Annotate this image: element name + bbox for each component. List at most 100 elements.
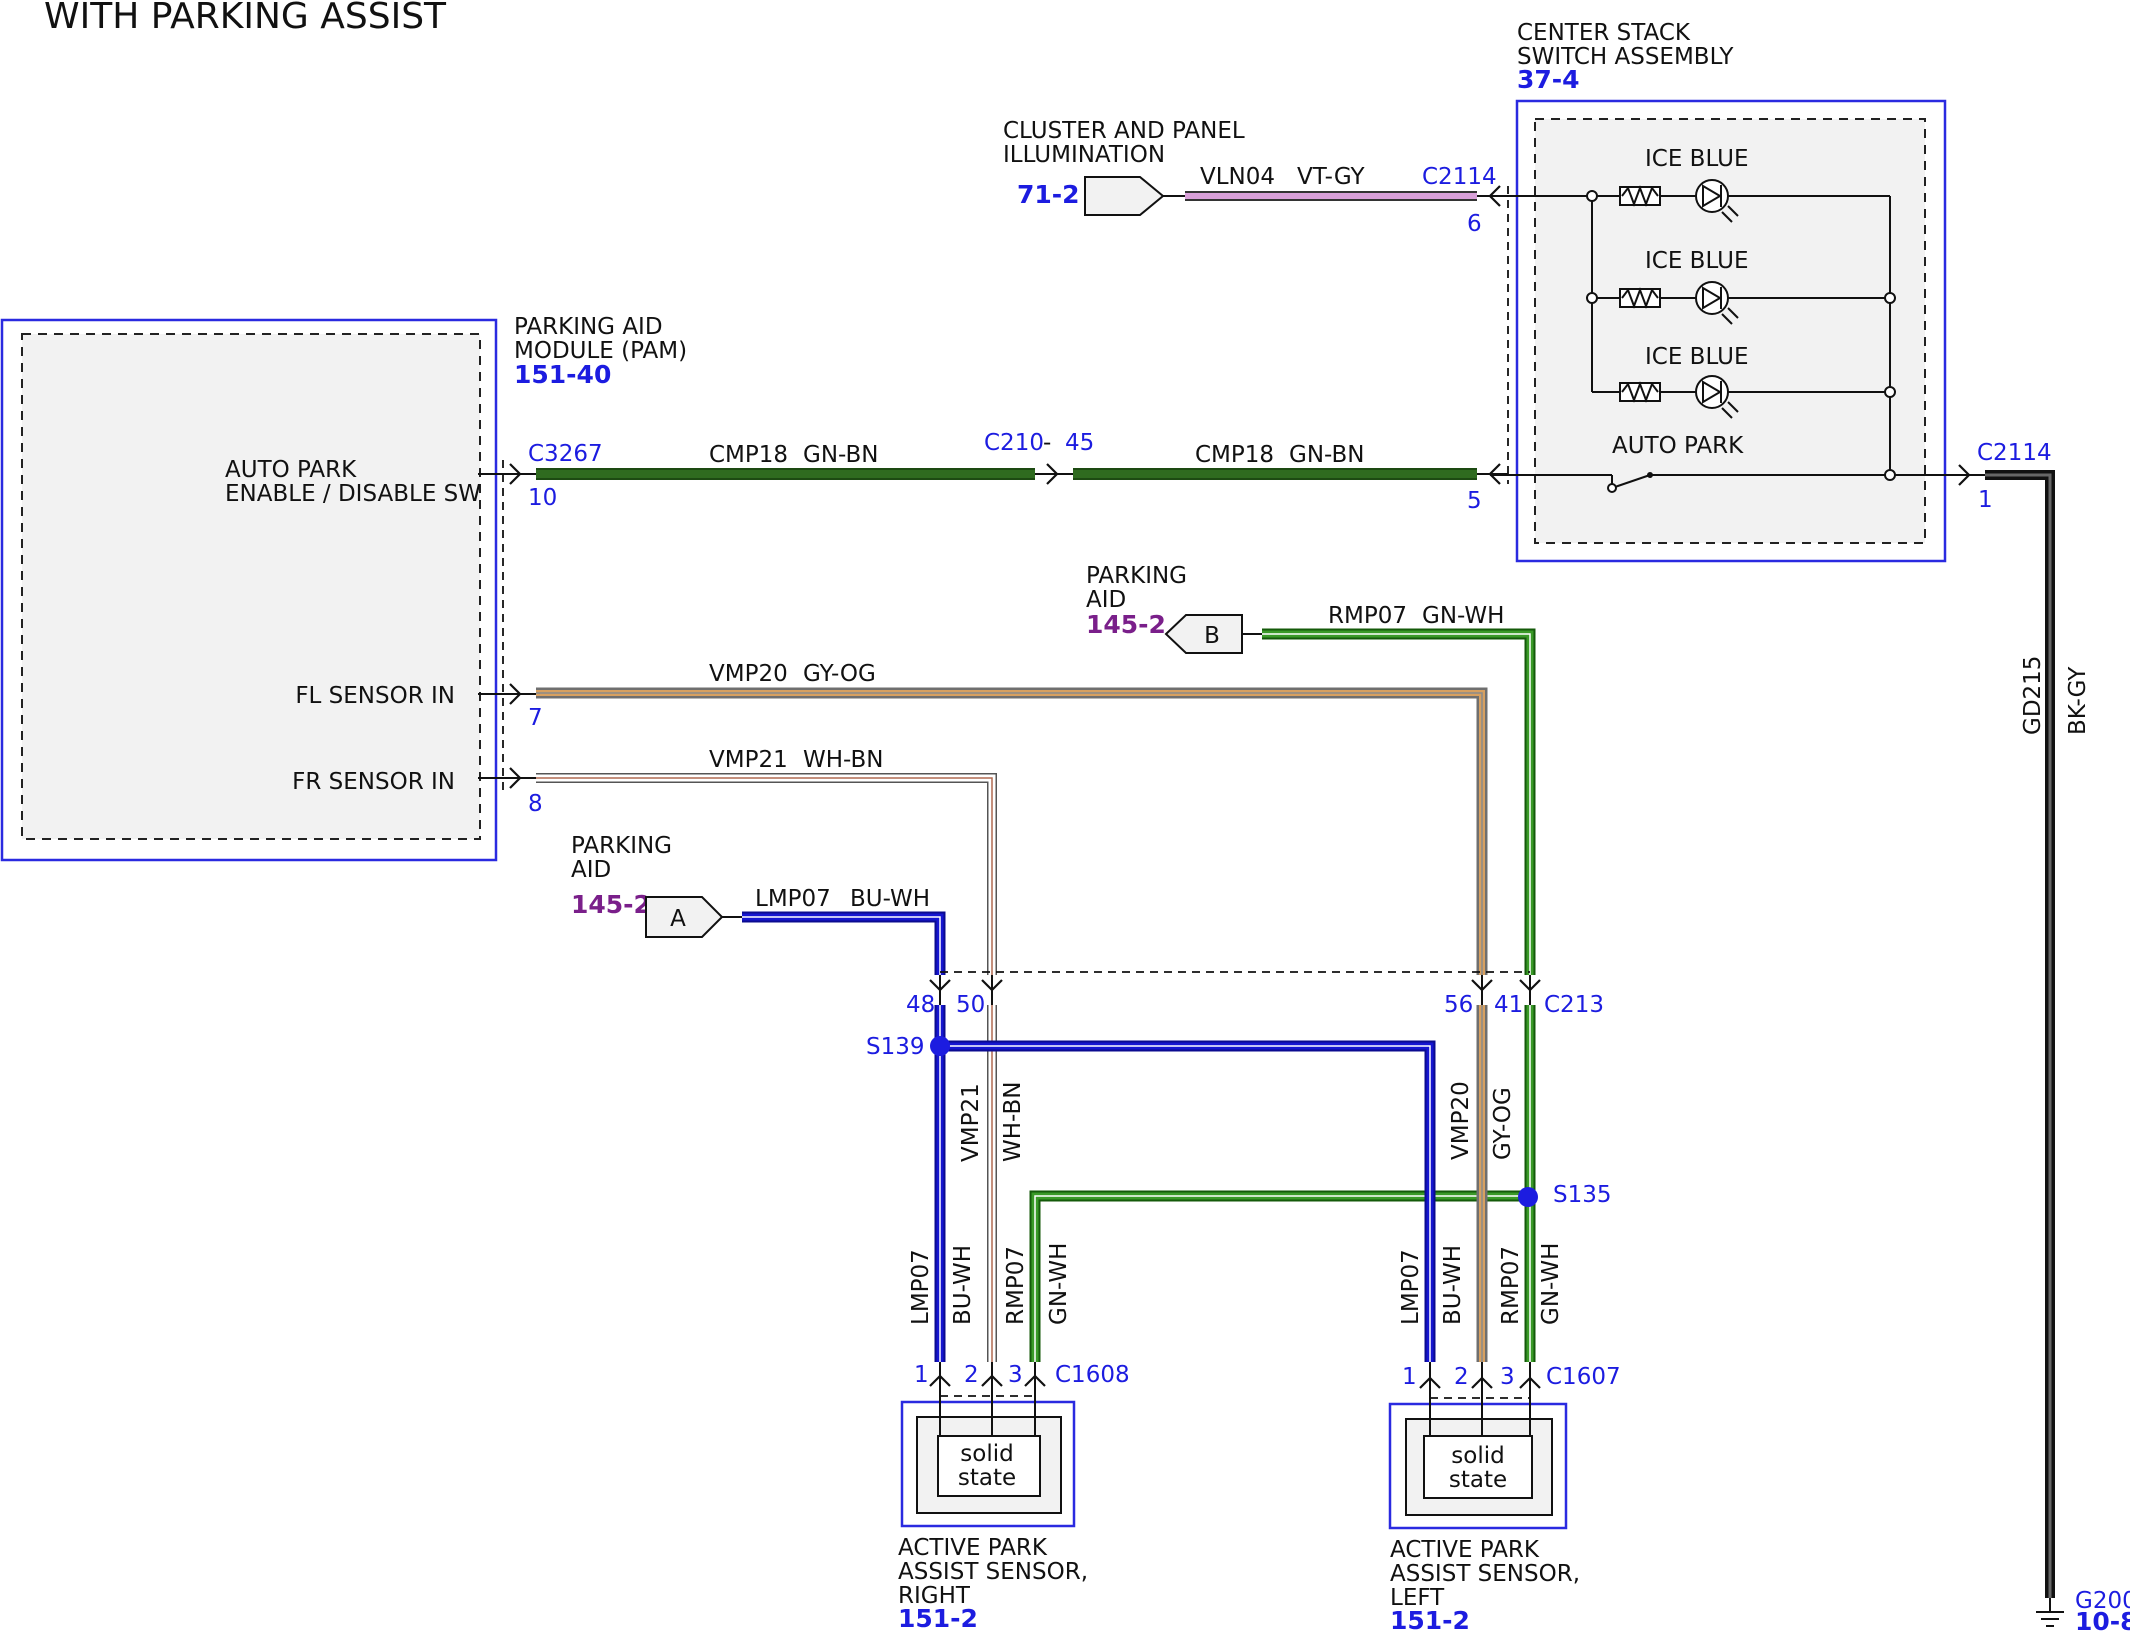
vmp21-circuit-vert: VMP21 [958,1083,984,1162]
wire-vmp20: VMP20 GY-OG 7 VMP20 GY-OG [509,661,1516,1362]
pin-pam-10: 10 [528,485,557,511]
g200-ref[interactable]: 10-8 [2075,1607,2130,1631]
sensor-right-inner-1: solid [960,1441,1013,1467]
lmp07-circuit-r: LMP07 [908,1249,934,1325]
led-label-1: ICE BLUE [1645,146,1749,172]
cs-name-2: SWITCH ASSEMBLY [1517,44,1734,70]
vln04-color: VT-GY [1297,164,1365,190]
sensor-right: 1 2 3 C1608 solid state ACTIVE PARK ASSI… [898,1362,1130,1631]
center-stack-switch-assembly: CENTER STACK SWITCH ASSEMBLY 37-4 ICE BL [1490,20,1958,563]
rmp07-color-r: GN-WH [1046,1243,1072,1325]
paid-b-name-1: PARKING [1086,563,1187,589]
lmp07-circuit-l: LMP07 [1398,1249,1424,1325]
pin-l-3: 3 [1500,1364,1515,1390]
splice-s139[interactable] [930,1036,950,1056]
c210-label[interactable]: C210 [984,430,1044,456]
pin-r-1: 1 [914,1362,929,1388]
pin-l-1: 1 [1402,1364,1417,1390]
g200-label[interactable]: G200 [2075,1588,2130,1614]
pam-name-2: MODULE (PAM) [514,338,687,364]
paid-a-ref[interactable]: 145-2 [571,890,651,919]
sensor-left-name-1: ACTIVE PARK [1390,1537,1540,1563]
pin-c213-41: 41 [1494,992,1523,1018]
lmp07-circuit-top: LMP07 [755,886,831,912]
paid-a-name-2: AID [571,857,611,883]
sensor-left-inner-1: solid [1451,1443,1504,1469]
cluster-name-2: ILLUMINATION [1003,142,1165,168]
pin-c213-48: 48 [906,992,935,1018]
diagram-title: WITH PARKING ASSIST [44,0,447,37]
sensor-left-inner-2: state [1449,1467,1507,1493]
pin-pam-7: 7 [528,705,543,731]
lmp07-color-r: BU-WH [950,1245,976,1325]
rmp07-color-l: GN-WH [1538,1243,1564,1325]
pin-cs-5: 5 [1467,488,1482,514]
vmp21-circuit: VMP21 [709,747,788,773]
rmp07-circuit-r: RMP07 [1003,1246,1029,1325]
splice-s135[interactable] [1518,1187,1538,1207]
pam-module: PARKING AID MODULE (PAM) 151-40 AUTO PAR… [0,314,687,862]
c210-dash: - [1043,430,1051,456]
pin-r-2: 2 [964,1362,979,1388]
cs-name-1: CENTER STACK [1517,20,1691,46]
cmp18-color-2: GN-BN [1289,442,1365,468]
rmp07-circuit-l: RMP07 [1498,1246,1524,1325]
pam-pin-label-autopark: AUTO PARK [225,457,357,483]
c1608-label[interactable]: C1608 [1055,1362,1130,1388]
wire-gd215: C2114 1 GD215 BK-GY G200 10-8 [1958,440,2130,1631]
c1607-label[interactable]: C1607 [1546,1364,1621,1390]
wire-rmp07: RMP07 GN-WH S135 [1029,603,1612,1362]
pin-pam-8: 8 [528,791,543,817]
pin-cs-6: 6 [1467,211,1482,237]
s135-label[interactable]: S135 [1553,1182,1612,1208]
sensor-left-name-2: ASSIST SENSOR, [1390,1561,1580,1587]
pam-name-1: PARKING AID [514,314,663,340]
pam-pin-label-fl: FL SENSOR IN [295,683,455,709]
c213-label[interactable]: C213 [1544,992,1604,1018]
led-row-1: ICE BLUE [1619,146,1749,223]
s139-label[interactable]: S139 [866,1034,925,1060]
sensor-left: 1 2 3 C1607 solid state ACTIVE PARK ASSI… [1388,1362,1621,1631]
sensor-left-name-3: LEFT [1390,1585,1445,1611]
wire-vln04: VLN04 VT-GY C2114 6 [1185,164,1508,237]
sensor-right-inner-2: state [958,1465,1016,1491]
vmp20-color: GY-OG [803,661,876,687]
pam-pin-label-enable: ENABLE / DISABLE SW [225,481,481,507]
pin-c213-50: 50 [956,992,985,1018]
c2114-right-label[interactable]: C2114 [1977,440,2052,466]
vmp20-color-vert: GY-OG [1490,1087,1516,1160]
led-label-2: ICE BLUE [1645,248,1749,274]
cs-ref[interactable]: 37-4 [1517,65,1580,94]
paid-b-name-2: AID [1086,587,1126,613]
paid-b-letter: B [1204,623,1220,649]
vmp20-circuit: VMP20 [709,661,788,687]
cmp18-color-1: GN-BN [803,442,879,468]
pam-ref[interactable]: 151-40 [514,360,611,389]
cluster-ref[interactable]: 71-2 [1017,180,1080,209]
c2114-top-label[interactable]: C2114 [1422,164,1497,190]
vmp21-color: WH-BN [803,747,884,773]
wire-cmp18: CMP18 GN-BN CMP18 GN-BN C3267 10 C210 - … [509,430,1508,514]
paid-b-ref[interactable]: 145-2 [1086,610,1166,639]
wire-vmp21: VMP21 WH-BN 8 VMP21 WH-BN [509,747,1026,1362]
sensor-right-name-3: RIGHT [898,1583,971,1609]
c3267-label[interactable]: C3267 [528,441,603,467]
sensor-right-name-2: ASSIST SENSOR, [898,1559,1088,1585]
vmp20-circuit-vert: VMP20 [1448,1081,1474,1160]
paid-a-letter: A [670,906,686,932]
cmp18-circuit-1: CMP18 [709,442,788,468]
paid-a-name-1: PARKING [571,833,672,859]
gd215-color: BK-GY [2065,666,2091,735]
sensor-left-ref[interactable]: 151-2 [1390,1606,1470,1631]
paid-a-connector-shape [645,896,724,938]
gd215-circuit: GD215 [2020,656,2046,735]
led-label-3: ICE BLUE [1645,344,1749,370]
vln04-circuit: VLN04 [1200,164,1275,190]
cluster-connector-shape [1084,176,1165,216]
lmp07-color-l: BU-WH [1440,1245,1466,1325]
sensor-right-ref[interactable]: 151-2 [898,1604,978,1631]
pin-cs-1: 1 [1978,487,1993,513]
pin-c213-56: 56 [1444,992,1473,1018]
switch-label: AUTO PARK [1612,433,1744,459]
